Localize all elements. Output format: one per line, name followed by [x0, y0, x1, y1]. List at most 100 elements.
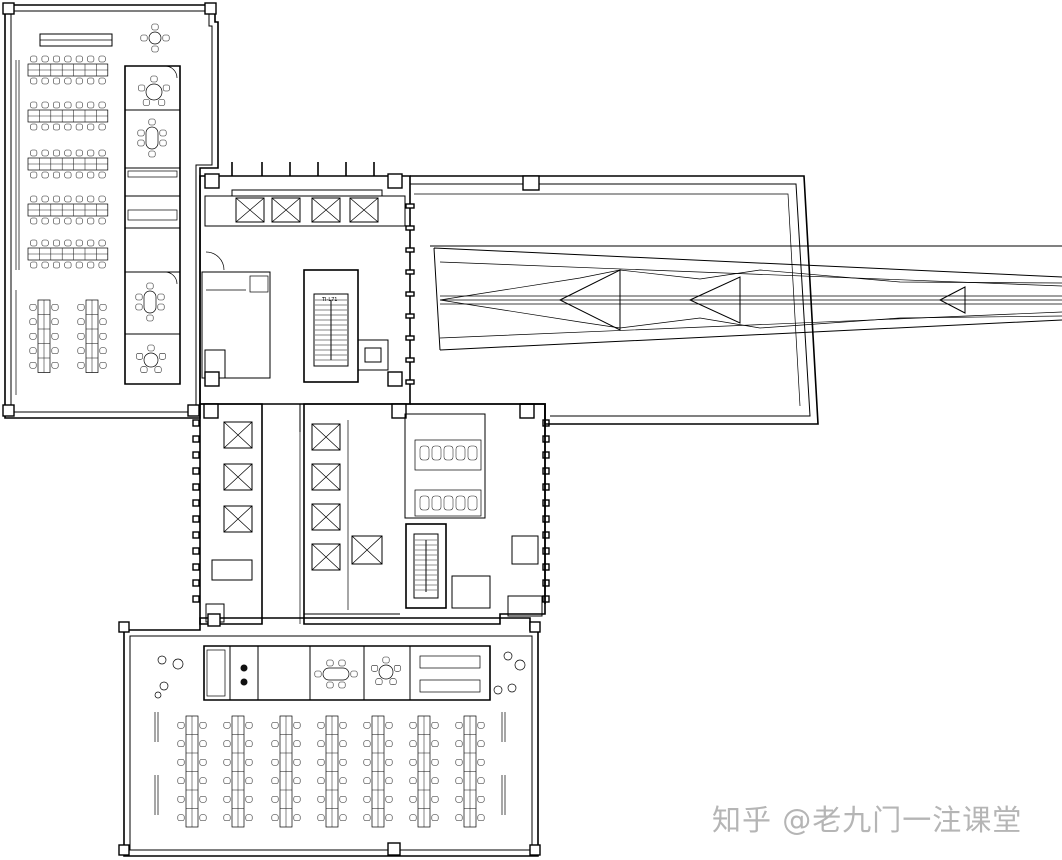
chair: [177, 777, 185, 785]
chair: [431, 795, 439, 803]
chair: [53, 171, 60, 179]
south-meeting-tables: [154, 651, 526, 699]
chair: [385, 814, 393, 822]
chair: [317, 795, 325, 803]
mullion: [405, 291, 415, 297]
chair: [51, 361, 59, 369]
mullion: [192, 435, 200, 443]
chair: [199, 795, 207, 803]
chair: [30, 101, 38, 109]
structural-column: [391, 403, 407, 419]
chair: [455, 721, 463, 729]
workstation-column: [177, 715, 207, 828]
chair: [223, 777, 231, 785]
chair: [98, 77, 106, 85]
chair: [350, 670, 358, 678]
toilet: [431, 445, 442, 461]
round-table: [503, 651, 513, 661]
chair: [98, 123, 106, 131]
chair: [363, 740, 371, 748]
chair: [338, 681, 346, 689]
chair: [339, 758, 347, 766]
chair: [245, 758, 253, 766]
chair: [157, 303, 165, 311]
chair: [339, 740, 347, 748]
chair: [135, 293, 143, 301]
mullion: [542, 595, 550, 603]
chair: [409, 777, 417, 785]
chair: [314, 670, 322, 678]
chair: [41, 239, 49, 247]
mullion: [542, 419, 550, 427]
facade-mullions: [192, 162, 550, 603]
chair: [271, 777, 279, 785]
chair: [293, 758, 301, 766]
chair: [199, 758, 207, 766]
mullion: [542, 451, 550, 459]
mullion: [542, 515, 550, 523]
chair: [77, 347, 85, 355]
chair: [199, 814, 207, 822]
mullion: [192, 515, 200, 523]
chair: [53, 123, 60, 131]
chair: [199, 740, 207, 748]
chair: [87, 261, 95, 269]
chair: [393, 665, 401, 672]
chair: [41, 77, 49, 85]
chair: [223, 721, 231, 729]
chair: [77, 332, 85, 340]
round-table: [514, 659, 526, 671]
mullion: [192, 483, 200, 491]
chair: [99, 303, 107, 311]
structural-column: [387, 371, 403, 387]
chair: [148, 150, 156, 158]
workstation-column: [29, 299, 59, 373]
chair: [477, 758, 485, 766]
chair: [135, 303, 143, 311]
chair: [477, 740, 485, 748]
workstation-column: [223, 715, 253, 828]
chair: [431, 814, 439, 822]
chair: [162, 84, 170, 92]
chair: [293, 795, 301, 803]
chair: [75, 239, 83, 247]
toilet: [467, 445, 478, 461]
chair: [99, 318, 107, 326]
chair: [30, 123, 38, 131]
workstation-row: [27, 101, 109, 131]
mullion: [542, 547, 550, 555]
chair: [29, 361, 37, 369]
chair: [98, 101, 106, 109]
chair: [41, 123, 49, 131]
chair: [87, 217, 95, 225]
chair: [177, 758, 185, 766]
chair: [147, 344, 155, 352]
chair: [385, 777, 393, 785]
round-table: [140, 23, 170, 53]
south-workstations: [177, 715, 485, 828]
chair: [98, 261, 106, 269]
chair: [154, 366, 162, 373]
chair: [162, 34, 170, 42]
toilet: [431, 495, 442, 511]
chair: [363, 795, 371, 803]
mullion: [405, 313, 415, 319]
chair: [87, 101, 95, 109]
round-table: [172, 658, 184, 670]
workstation-column: [455, 715, 485, 828]
mullion: [542, 531, 550, 539]
structural-column: [387, 173, 403, 189]
chair: [409, 795, 417, 803]
structural-column: [204, 371, 220, 387]
workstation-row: [27, 55, 109, 85]
chair: [477, 721, 485, 729]
chair: [98, 239, 106, 247]
toilet: [467, 495, 478, 511]
mullion: [405, 357, 415, 363]
chair: [159, 129, 167, 137]
mullion: [192, 531, 200, 539]
mullion: [405, 269, 415, 275]
chair: [293, 777, 301, 785]
chair: [317, 777, 325, 785]
